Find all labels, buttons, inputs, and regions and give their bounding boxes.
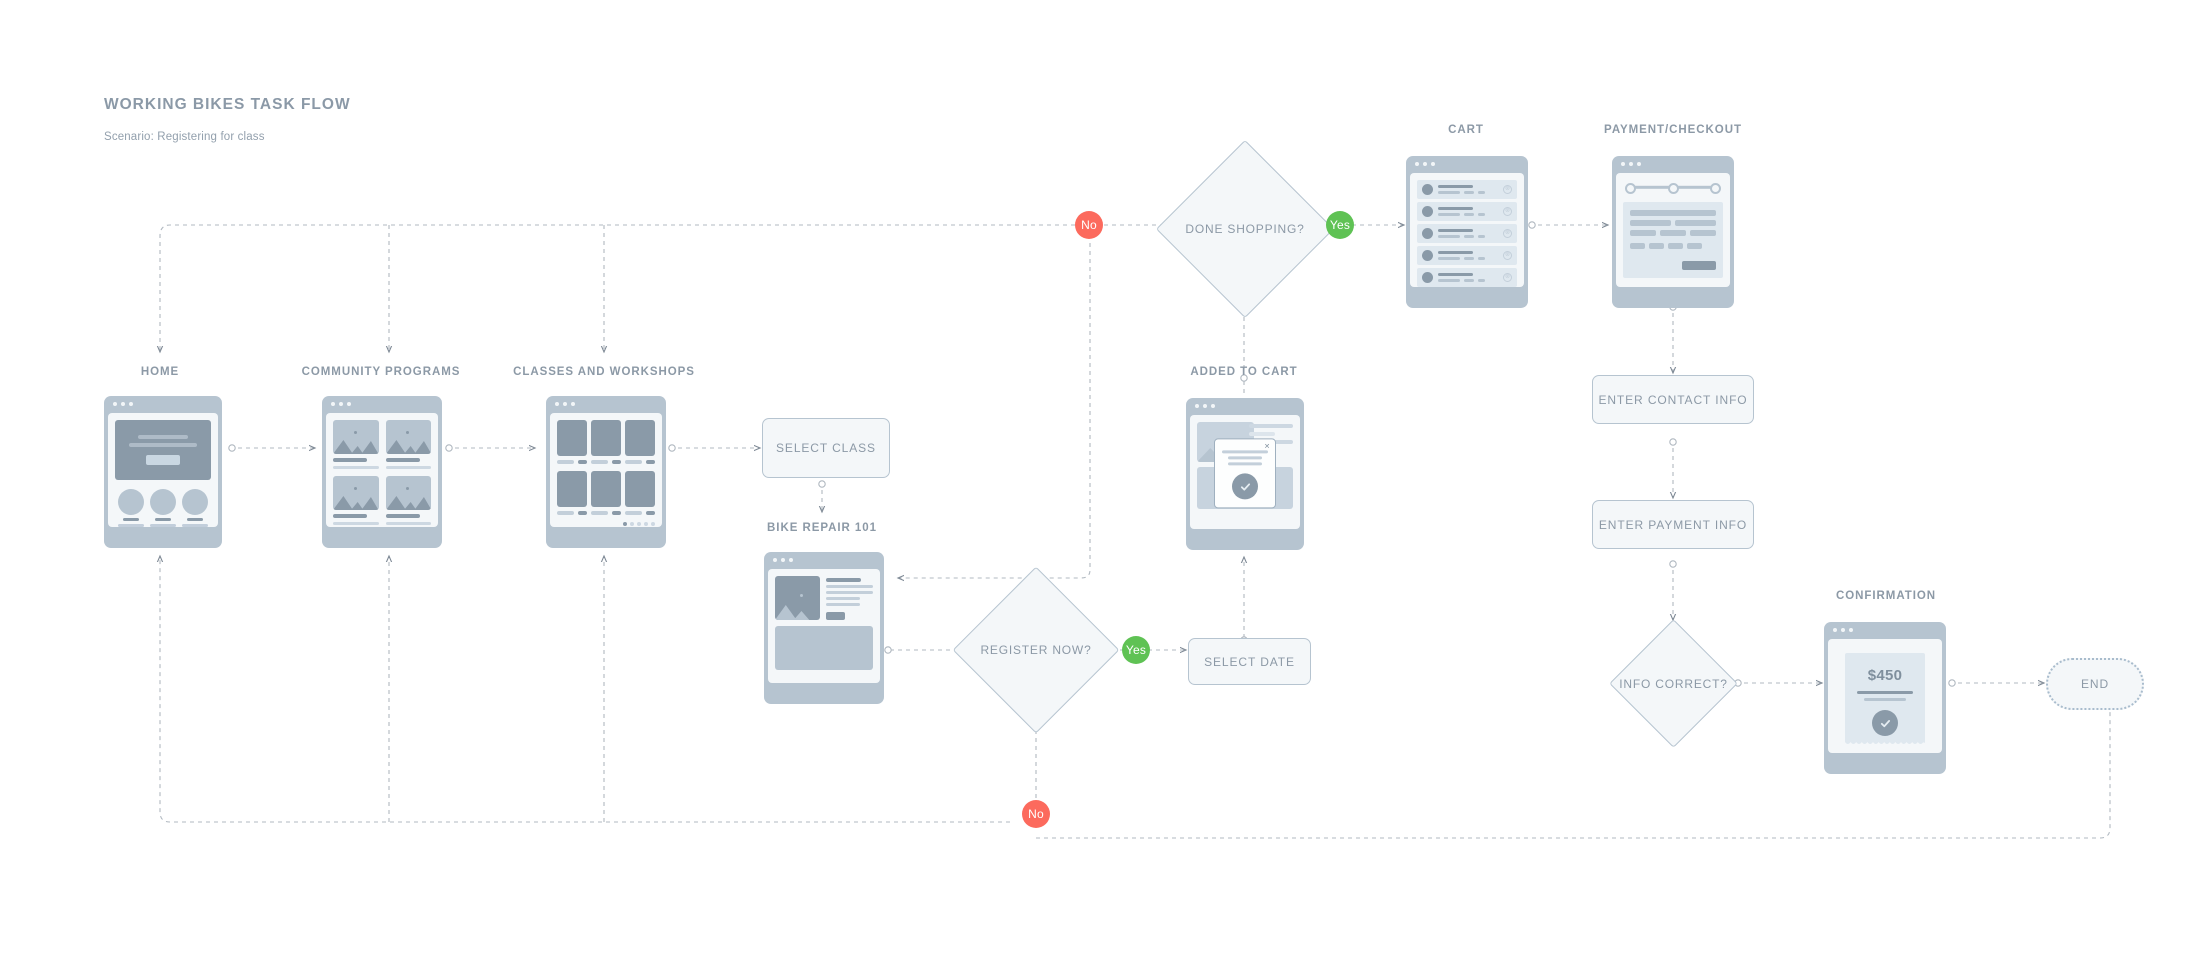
receipt: $450 [1845,653,1925,746]
screen-confirmation[interactable]: $450 [1824,622,1946,774]
process-enter-contact-info[interactable]: ENTER CONTACT INFO [1592,375,1754,424]
screen-community-programs[interactable] [322,396,442,548]
node-label-classes-workshops: CLASSES AND WORKSHOPS [513,366,695,378]
decision-info-correct[interactable]: INFO CORRECT? [1609,619,1738,748]
window-dots-icon [331,402,351,406]
decision-label: DONE SHOPPING? [1185,222,1305,236]
home-feature-row [115,489,211,527]
remove-item-icon[interactable]: ⊗ [1503,251,1512,260]
window-dots-icon [113,402,133,406]
window-dots-icon [555,402,575,406]
node-label-cart: CART [1448,124,1484,136]
screen-cart[interactable]: ⊗ ⊗ ⊗ ⊗ ⊗ [1406,156,1528,308]
added-to-cart-modal[interactable]: ✕ [1214,438,1276,509]
screen-added-to-cart[interactable]: ✕ [1186,398,1304,550]
window-dots-icon [773,558,793,562]
community-viewport [326,413,438,527]
program-card-grid [333,420,431,525]
class-tile-grid [557,420,655,456]
class-photo [775,576,821,620]
remove-item-icon[interactable]: ⊗ [1503,185,1512,194]
terminator-end[interactable]: END [2046,658,2144,710]
home-viewport [108,413,218,527]
step-node[interactable] [1710,183,1721,194]
screen-bike-repair[interactable] [764,552,884,704]
classes-viewport [550,413,662,527]
screen-home[interactable] [104,396,222,548]
added-to-cart-viewport: ✕ [1190,415,1300,529]
node-label-community-programs: COMMUNITY PROGRAMS [301,366,461,378]
cart-line-item[interactable]: ⊗ [1417,180,1517,199]
node-label-payment-checkout: PAYMENT/CHECKOUT [1604,124,1742,136]
window-dots-icon [1415,162,1435,166]
confirmation-viewport: $450 [1828,639,1942,753]
class-description-block [775,626,873,670]
decision-label: REGISTER NOW? [980,643,1092,657]
pagination-dots[interactable] [557,522,655,526]
program-card [385,420,431,469]
node-label-home: HOME [140,366,180,378]
program-card [333,420,379,469]
window-dots-icon [1195,404,1215,408]
node-label-added-to-cart: ADDED TO CART [1190,366,1298,378]
badge-shopping-no: No [1075,211,1103,239]
badge-shopping-yes: Yes [1326,211,1354,239]
window-dots-icon [1833,628,1853,632]
step-node[interactable] [1667,183,1679,194]
decision-label: INFO CORRECT? [1619,676,1728,691]
cart-line-item[interactable]: ⊗ [1417,202,1517,221]
decision-register-now[interactable]: REGISTER NOW? [952,566,1120,734]
success-check-icon [1232,473,1258,500]
badge-register-no: No [1022,800,1050,828]
badge-register-yes: Yes [1122,636,1150,664]
page-subtitle: Scenario: Registering for class [104,131,265,143]
process-enter-payment-info[interactable]: ENTER PAYMENT INFO [1592,500,1754,549]
receipt-amount: $450 [1867,667,1903,684]
screen-payment-checkout[interactable] [1612,156,1734,308]
cart-line-item[interactable]: ⊗ [1417,246,1517,265]
checkout-form [1623,202,1723,278]
checkout-viewport [1616,173,1730,287]
program-card [333,476,379,525]
step-node[interactable] [1625,183,1636,194]
process-select-date[interactable]: SELECT DATE [1188,638,1311,685]
home-hero [115,420,211,480]
decision-done-shopping[interactable]: DONE SHOPPING? [1155,139,1335,319]
cart-line-item[interactable]: ⊗ [1417,224,1517,243]
node-label-confirmation: CONFIRMATION [1836,590,1936,602]
screen-classes-workshops[interactable] [546,396,666,548]
remove-item-icon[interactable]: ⊗ [1503,207,1512,216]
page-title: WORKING BIKES TASK FLOW [104,96,351,113]
cart-viewport: ⊗ ⊗ ⊗ ⊗ ⊗ [1410,173,1524,287]
bike-repair-viewport [768,569,880,683]
remove-item-icon[interactable]: ⊗ [1503,229,1512,238]
close-icon[interactable]: ✕ [1264,443,1270,451]
class-tile-grid [557,471,655,507]
checkout-stepper [1623,180,1723,194]
process-select-class[interactable]: SELECT CLASS [762,418,890,478]
node-label-bike-repair: BIKE REPAIR 101 [767,522,877,534]
program-card [385,476,431,525]
remove-item-icon[interactable]: ⊗ [1503,273,1512,282]
submit-button[interactable] [1682,261,1716,270]
window-dots-icon [1621,162,1641,166]
success-check-icon [1872,710,1898,736]
cart-line-item[interactable]: ⊗ [1417,268,1517,287]
